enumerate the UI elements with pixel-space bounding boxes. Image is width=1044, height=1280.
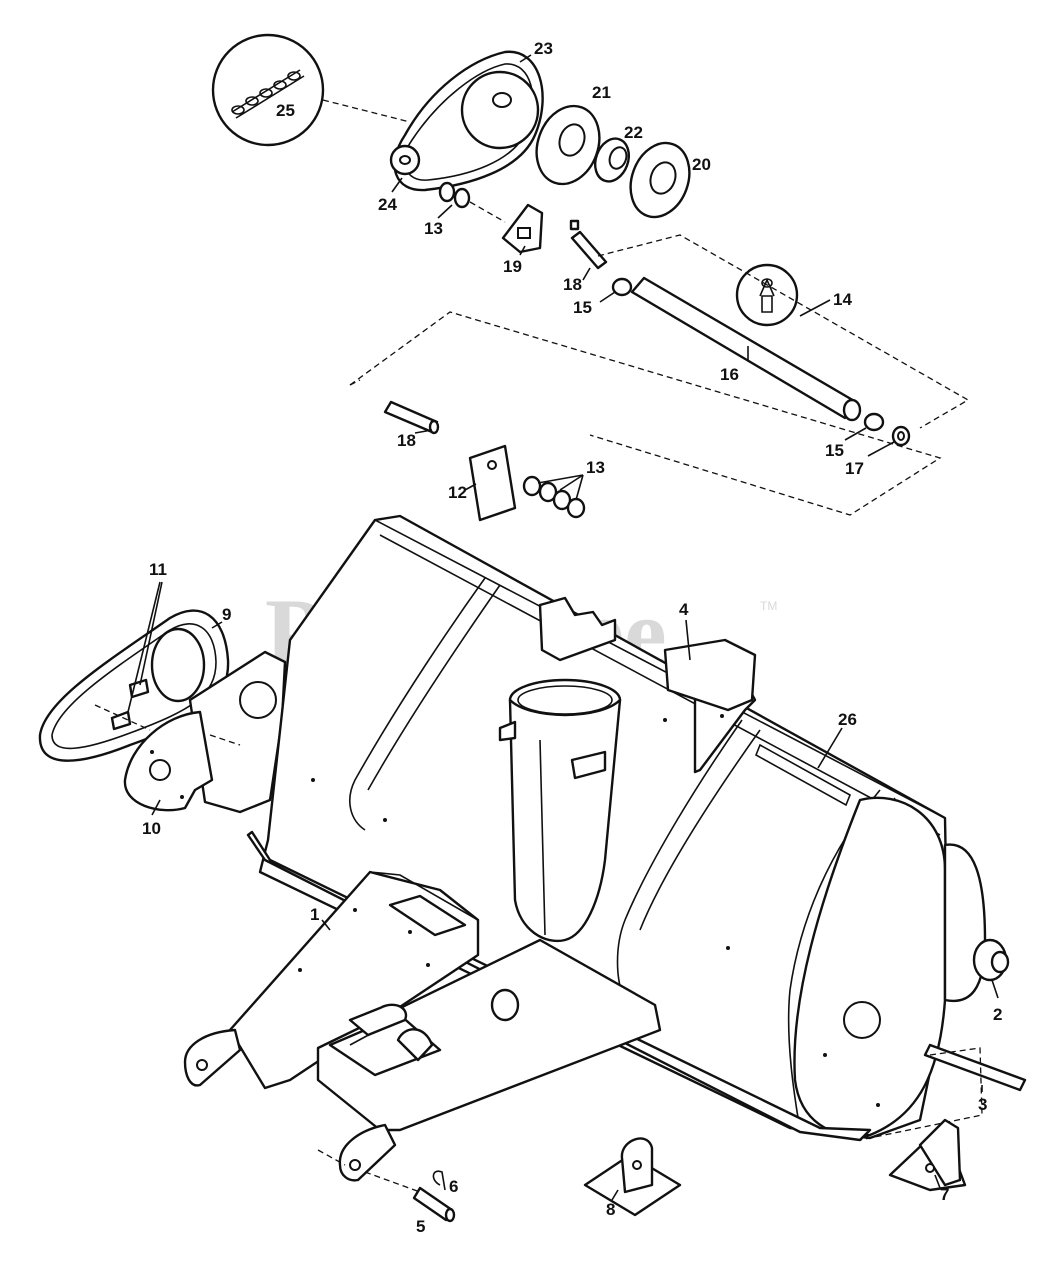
callout-12: 12 [448,483,467,502]
callout-14: 14 [833,290,852,309]
grease-fitting-detail[interactable] [735,263,799,327]
callout-11: 11 [149,560,167,579]
callout-20: 20 [692,155,711,174]
callout-13-lower: 13 [586,458,605,477]
discharge-chute[interactable] [498,678,622,943]
bushing-15-upper[interactable] [611,277,633,297]
callout-8: 8 [606,1200,615,1219]
callout-3: 3 [978,1095,987,1114]
callout-24: 24 [378,195,397,214]
bushing-15-lower[interactable] [863,412,885,432]
watermark-trademark: TM [760,599,777,613]
callout-19: 19 [503,257,522,276]
skid-shoe-7[interactable] [888,1118,967,1192]
washer-17[interactable] [891,425,911,447]
chute-bracket-4[interactable] [538,596,757,774]
pulley-housing-plate[interactable] [188,650,287,814]
callout-13-upper: 13 [424,219,443,238]
lift-arm[interactable] [316,938,662,1182]
bearing-22[interactable] [589,134,634,186]
callout-26: 26 [838,710,857,729]
callout-25: 25 [276,101,295,120]
callout-2: 2 [993,1005,1002,1024]
angle-brace-3[interactable] [923,1043,1027,1092]
mount-bracket-8[interactable] [583,1137,682,1217]
callout-17: 17 [845,459,864,478]
callout-23: 23 [534,39,553,58]
spacers-11[interactable] [110,678,150,731]
bearing-flange-20[interactable] [621,135,700,226]
callout-15-lower: 15 [825,441,844,460]
callout-18-upper: 18 [563,275,582,294]
shaft-16[interactable] [630,276,862,422]
callout-15-upper: 15 [573,298,592,317]
callout-21: 21 [592,83,611,102]
callout-labels: 23 21 22 20 25 24 13 19 18 15 14 16 15 1… [142,39,1002,1236]
chain-detail[interactable] [211,33,325,147]
washer-pair-13-upper[interactable] [438,181,471,209]
drive-sprocket[interactable] [389,144,421,176]
callout-7: 7 [940,1185,949,1204]
callout-5: 5 [416,1217,425,1236]
plate-12[interactable] [468,444,517,522]
pin-18-lower[interactable] [383,400,440,435]
auger-stub-bearing[interactable] [943,843,1010,1003]
callout-22: 22 [624,123,643,142]
pin-18-upper[interactable] [569,219,608,270]
callout-18-lower: 18 [397,431,416,450]
callout-6: 6 [449,1177,458,1196]
hair-pin-clip-6[interactable] [432,1170,446,1191]
clevis-pin-5[interactable] [412,1186,456,1223]
leader-lines [127,54,999,1201]
washer-set-13-lower[interactable] [522,475,586,519]
bracket-19[interactable] [501,203,544,254]
bracket-10[interactable] [123,710,214,812]
callout-16: 16 [720,365,739,384]
callout-1: 1 [310,905,319,924]
hitch-frame[interactable] [183,870,480,1090]
driven-sprocket[interactable] [460,70,540,150]
callout-4: 4 [679,600,689,619]
callout-9: 9 [222,605,231,624]
callout-10: 10 [142,819,161,838]
bearing-flange-21[interactable] [526,97,610,193]
